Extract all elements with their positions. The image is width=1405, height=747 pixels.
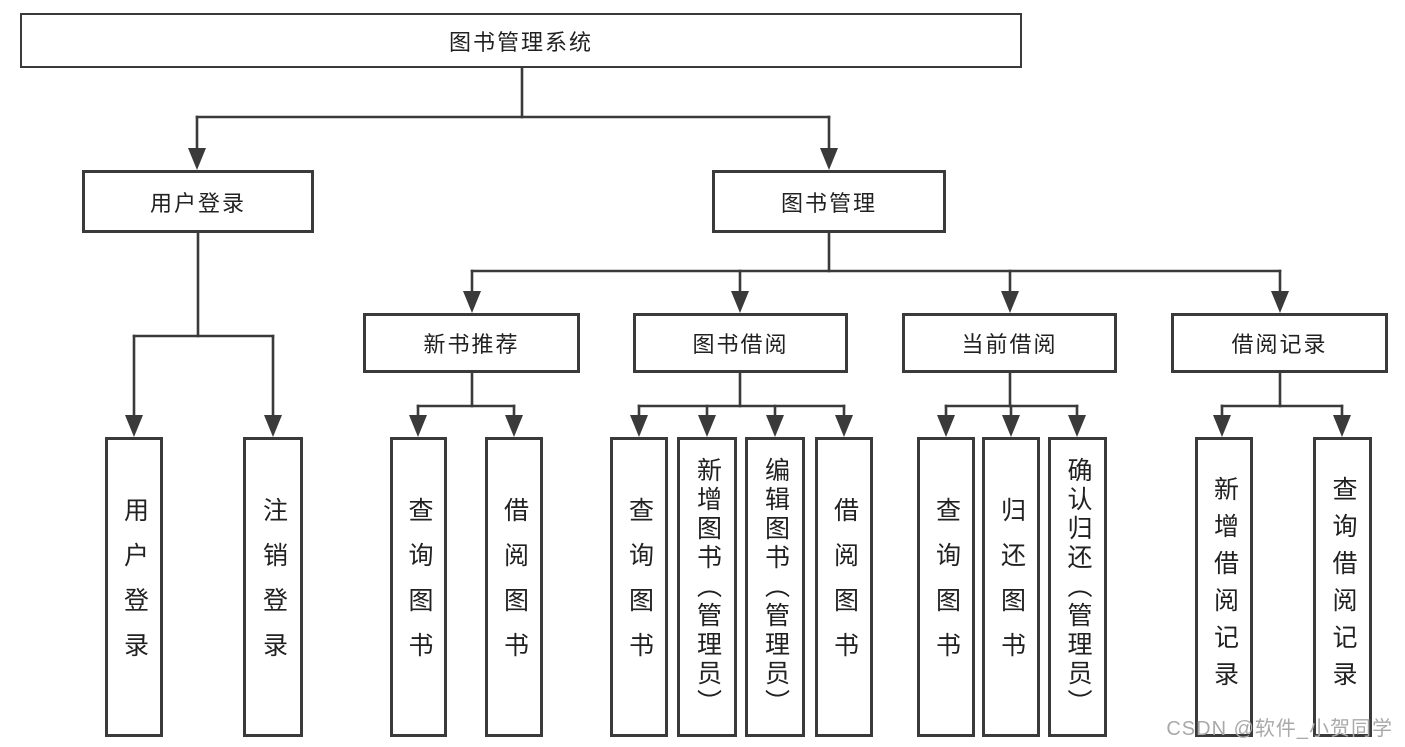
leaf-logout: 注销登录 (243, 437, 303, 737)
arrowhead-icon (835, 415, 853, 437)
arrowhead-icon (731, 291, 749, 313)
arrowhead-icon (698, 415, 716, 437)
node-book-borrowing-label: 图书借阅 (692, 332, 789, 357)
arrowhead-icon (1002, 415, 1020, 437)
leaf-user-login: 用户登录 (105, 437, 163, 737)
leaf-query-books-current-label: 查询图书 (932, 497, 961, 677)
arrowhead-icon (1271, 291, 1289, 313)
arrowhead-icon (463, 291, 481, 313)
node-user-login-group: 用户登录 (82, 170, 314, 233)
leaf-borrow-books: 借阅图书 (815, 437, 873, 737)
leaf-borrow-books-recommend: 借阅图书 (485, 437, 543, 737)
arrowhead-icon (125, 415, 143, 437)
arrowhead-icon (1213, 415, 1231, 437)
arrowhead-icon (1068, 415, 1086, 437)
arrowhead-icon (937, 415, 955, 437)
arrowheads (125, 148, 1351, 437)
leaf-query-books-current: 查询图书 (917, 437, 975, 737)
arrowhead-icon (820, 148, 838, 170)
csdn-watermark: CSDN @软件_小贺同学 (1166, 718, 1393, 740)
arrowhead-icon (1001, 291, 1019, 313)
leaf-edit-books-admin-label: 编辑图书（管理员） (761, 456, 790, 718)
leaf-add-books-admin: 新增图书（管理员） (677, 437, 737, 737)
node-root: 图书管理系统 (20, 13, 1022, 68)
leaf-logout-label: 注销登录 (259, 497, 288, 677)
connector-segments (132, 66, 1344, 417)
leaf-query-books-recommend-label: 查询图书 (405, 497, 433, 677)
leaf-borrow-books-recommend-label: 借阅图书 (500, 497, 529, 677)
leaf-add-borrow-record: 新增借阅记录 (1195, 437, 1253, 737)
node-book-borrowing: 图书借阅 (633, 313, 848, 373)
node-user-login-group-label: 用户登录 (149, 190, 246, 216)
arrowhead-icon (188, 148, 206, 170)
leaf-return-books-label: 归还图书 (997, 497, 1026, 677)
leaf-query-borrow-record-label: 查询借阅记录 (1329, 476, 1357, 698)
leaf-confirm-return-admin: 确认归还（管理员） (1048, 437, 1107, 737)
arrowhead-icon (505, 415, 523, 437)
arrowhead-icon (630, 415, 648, 437)
node-current-borrowing-label: 当前借阅 (961, 332, 1058, 357)
node-book-management: 图书管理 (712, 170, 946, 233)
leaf-query-borrow-record: 查询借阅记录 (1313, 437, 1372, 737)
node-borrowing-records: 借阅记录 (1171, 313, 1388, 373)
node-current-borrowing: 当前借阅 (902, 313, 1117, 373)
node-borrowing-records-label: 借阅记录 (1231, 332, 1328, 357)
leaf-query-books-borrowing: 查询图书 (610, 437, 668, 737)
node-new-book-recommendation-label: 新书推荐 (423, 332, 520, 357)
leaf-confirm-return-admin-label: 确认归还（管理员） (1064, 456, 1092, 718)
leaf-edit-books-admin: 编辑图书（管理员） (745, 437, 805, 737)
leaf-add-borrow-record-label: 新增借阅记录 (1210, 476, 1239, 698)
leaf-query-books-recommend: 查询图书 (390, 437, 447, 737)
node-new-book-recommendation: 新书推荐 (363, 313, 580, 373)
leaf-borrow-books-label: 借阅图书 (830, 497, 859, 677)
node-book-management-label: 图书管理 (780, 190, 877, 216)
leaf-add-books-admin-label: 新增图书（管理员） (693, 456, 722, 718)
arrowhead-icon (264, 415, 282, 437)
node-root-label: 图书管理系统 (448, 29, 593, 55)
leaf-query-books-borrowing-label: 查询图书 (625, 497, 654, 677)
leaf-user-login-label: 用户登录 (120, 497, 149, 677)
arrowhead-icon (409, 415, 427, 437)
arrowhead-icon (766, 415, 784, 437)
arrowhead-icon (1333, 415, 1351, 437)
leaf-return-books: 归还图书 (982, 437, 1040, 737)
